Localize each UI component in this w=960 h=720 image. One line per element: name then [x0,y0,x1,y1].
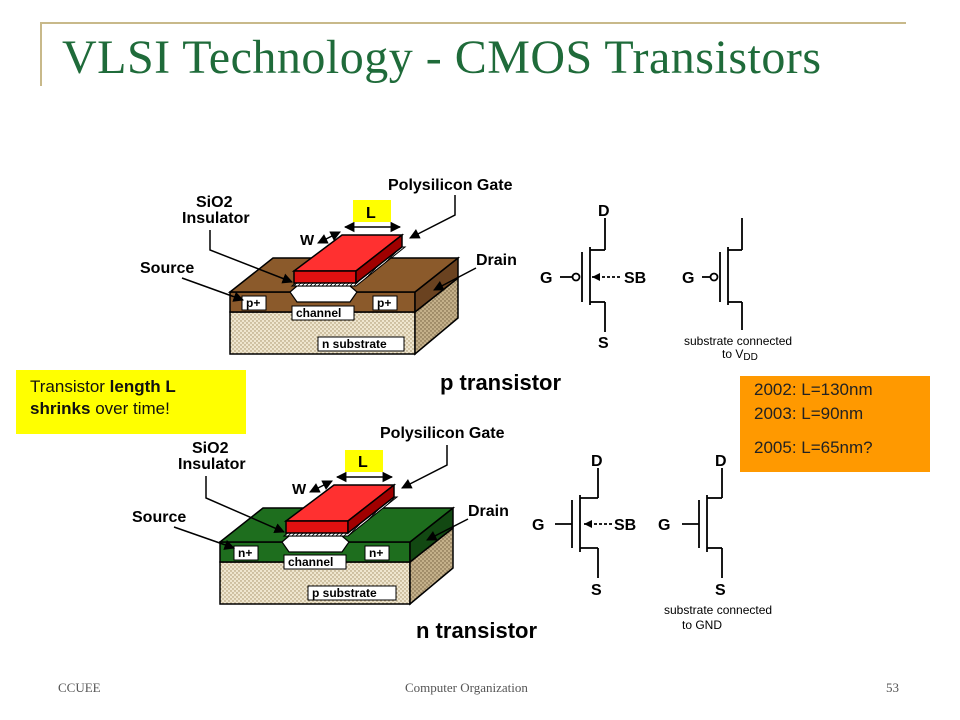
n-insulator-line2: Insulator [178,456,246,473]
timeline-row-2002: 2002: L=130nm [754,380,873,399]
p-symbol-d: D [598,203,610,220]
n-note-line2: to GND [682,618,722,632]
p-symbol-s: S [598,335,609,352]
p-length-label: L [366,205,376,222]
p-note-line1: substrate connected [684,334,792,348]
p-width-label: W [300,232,315,249]
n-symbol-d: D [591,453,603,470]
p-doping-left-label: p+ [246,296,260,310]
p-insulator-line1: SiO2 [196,194,233,211]
slide-title: VLSI Technology - CMOS Transistors [62,31,822,84]
n-symbol2-d: D [715,453,727,470]
note-line2-bold: shrinks [30,399,91,418]
n-doping-right-label: n+ [369,546,383,560]
timeline-row-2005: 2005: L=65nm? [754,438,873,457]
p-symbol-g: G [540,270,552,287]
p-symbol2-g: G [682,270,694,287]
n-gate-label: Polysilicon Gate [380,425,505,442]
p-note-line2: to VDD [722,347,758,363]
n-transistor-cross-section: n+ n+ channel p substrate L W Polysilico… [132,425,537,643]
p-transistor-symbol [560,218,622,332]
p-transistor-cross-section: p+ p+ channel n substrate L W Polysilico… [140,177,561,395]
note-line1-bold: length L [109,377,176,396]
p-gate-label: Polysilicon Gate [388,177,513,194]
p-source-label: Source [140,260,194,277]
note-line1-plain: Transistor [30,377,110,396]
n-symbol-sb: SB [614,517,636,534]
frame-top-line [40,22,906,24]
n-transistor-symbol-simplified [682,468,723,578]
p-transistor-caption: p transistor [440,370,561,395]
n-length-label: L [358,454,368,471]
frame-left-line [40,22,42,86]
n-insulator-line1: SiO2 [192,440,229,457]
n-channel-label: channel [288,555,333,569]
p-transistor-symbol-simplified [702,218,743,330]
n-symbol2-g: G [658,517,670,534]
transistor-length-note: Transistor length L shrinks over time! [16,370,246,434]
n-symbol2-s: S [715,582,726,599]
n-transistor-caption: n transistor [416,618,537,643]
n-symbol-g: G [532,517,544,534]
p-doping-right-label: p+ [377,296,391,310]
footer-left: CCUEE [58,680,101,695]
n-transistor-symbol [555,468,612,578]
timeline-row-2003: 2003: L=90nm [754,404,864,423]
footer-center: Computer Organization [405,680,528,695]
timeline-box: 2002: L=130nm 2003: L=90nm 2005: L=65nm? [740,376,930,472]
n-source-label: Source [132,509,186,526]
p-channel-label: channel [296,306,341,320]
p-substrate-label: n substrate [322,337,387,351]
n-substrate-label: p substrate [312,586,377,600]
note-line2-plain: over time! [90,399,170,418]
n-width-label: W [292,481,307,498]
n-drain-label: Drain [468,503,509,520]
p-drain-label: Drain [476,252,517,269]
p-insulator-line2: Insulator [182,210,250,227]
footer-page-number: 53 [886,680,899,695]
p-symbol-sb: SB [624,270,646,287]
n-symbol-s: S [591,582,602,599]
n-note-line1: substrate connected [664,603,772,617]
n-doping-left-label: n+ [238,546,252,560]
